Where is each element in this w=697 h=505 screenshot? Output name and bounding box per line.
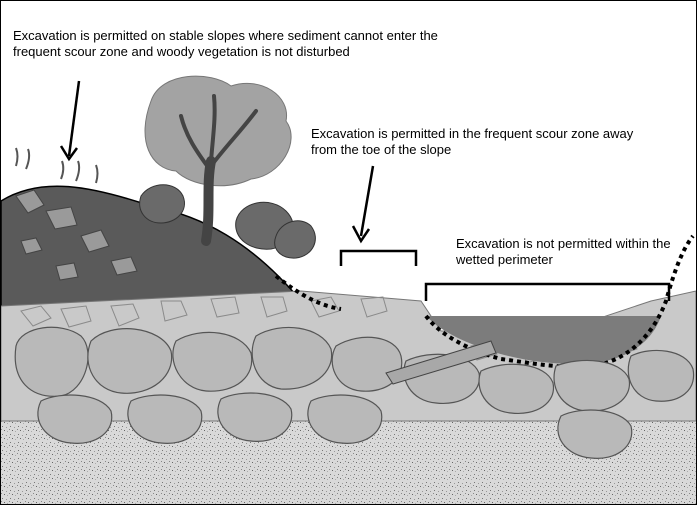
- tree-canopy: [145, 76, 291, 186]
- arrow-scour-zone: [361, 166, 373, 236]
- bracket-wetted-perimeter: [426, 284, 669, 301]
- callout-wetted-perimeter: Excavation is not permitted within the w…: [456, 236, 686, 268]
- arrow-stable-slopes: [69, 81, 79, 156]
- callout-scour-zone: Excavation is permitted in the frequent …: [311, 126, 641, 158]
- grass-tufts: [16, 148, 98, 183]
- callout-stable-slopes: Excavation is permitted on stable slopes…: [13, 28, 483, 60]
- bracket-scour-zone: [341, 251, 416, 266]
